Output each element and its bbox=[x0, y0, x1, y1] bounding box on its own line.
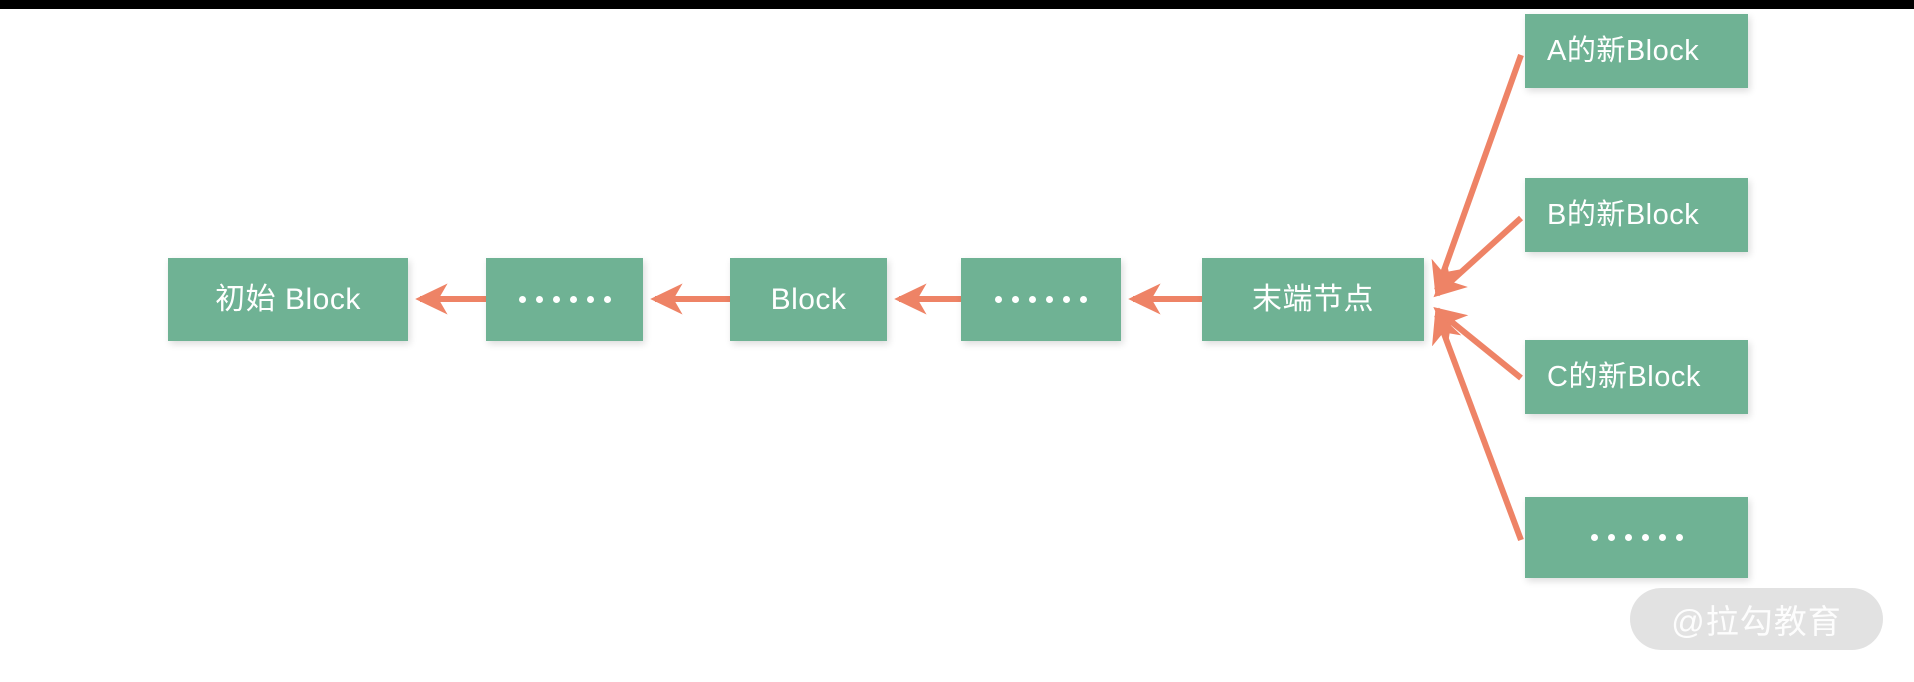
fork-node-a-label: A的新Block bbox=[1547, 34, 1700, 67]
chain-node-genesis[interactable]: 初始 Block bbox=[168, 258, 408, 341]
fork-node-a[interactable]: A的新Block bbox=[1525, 14, 1748, 88]
ellipsis-icon bbox=[995, 296, 1087, 303]
fork-node-b[interactable]: B的新Block bbox=[1525, 178, 1748, 252]
chain-node-block-label: Block bbox=[770, 282, 847, 316]
fork-node-b-label: B的新Block bbox=[1547, 198, 1700, 231]
chain-node-tail-label: 末端节点 bbox=[1252, 282, 1374, 316]
fork-node-c[interactable]: C的新Block bbox=[1525, 340, 1748, 414]
fork-arrow-b-to-tail bbox=[1433, 215, 1524, 298]
fork-node-more[interactable] bbox=[1525, 497, 1748, 578]
top-letterbox-bar bbox=[0, 0, 1914, 9]
chain-node-block[interactable]: Block bbox=[730, 258, 887, 341]
chain-node-genesis-label: 初始 Block bbox=[215, 282, 361, 316]
chain-node-gap-1[interactable] bbox=[486, 258, 643, 341]
ellipsis-icon bbox=[518, 296, 611, 303]
fork-arrow-a-to-tail bbox=[1431, 53, 1524, 295]
fork-arrow-more-to-tail bbox=[1432, 310, 1524, 542]
chain-node-gap-2[interactable] bbox=[961, 258, 1121, 341]
ellipsis-icon bbox=[1590, 534, 1683, 541]
fork-node-c-label: C的新Block bbox=[1547, 360, 1701, 393]
fork-arrow-c-to-tail bbox=[1433, 306, 1523, 381]
watermark-badge: @拉勾教育 bbox=[1630, 588, 1883, 650]
chain-node-tail[interactable]: 末端节点 bbox=[1202, 258, 1424, 341]
watermark-label: @拉勾教育 bbox=[1671, 603, 1842, 640]
